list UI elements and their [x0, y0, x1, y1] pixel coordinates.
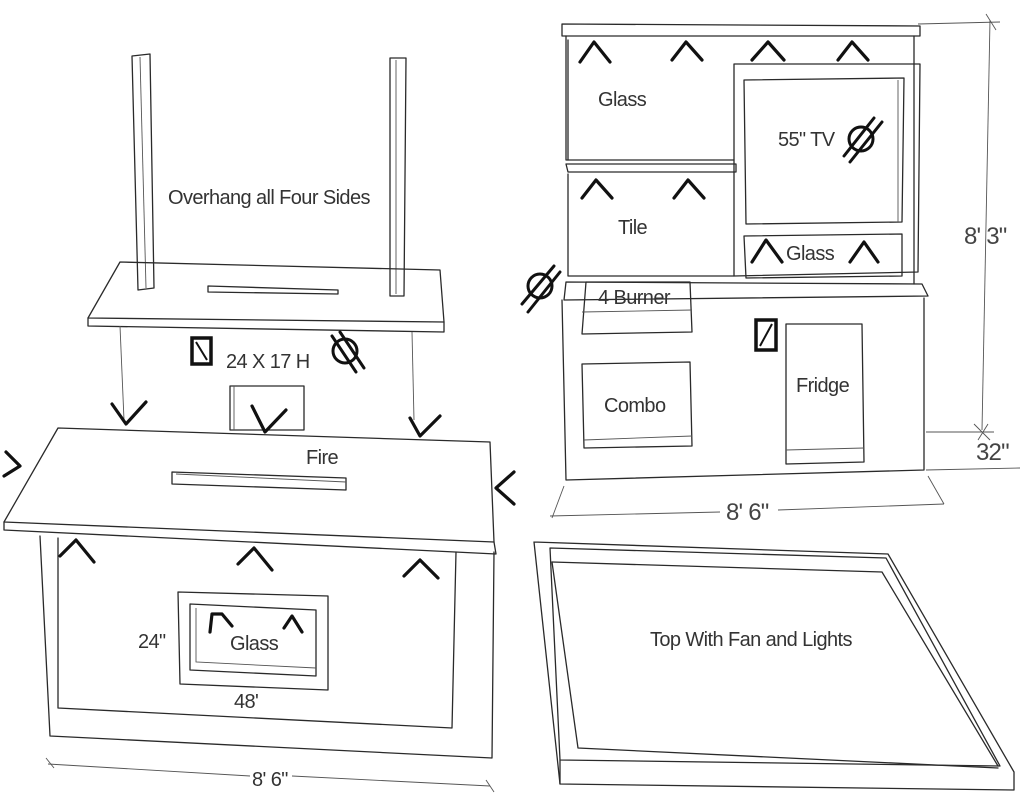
- tv-label: 55" TV: [778, 129, 836, 151]
- back-wall-width-dim: 8' 6": [726, 499, 769, 526]
- glass-panel: [189, 603, 317, 677]
- burner-label: 4 Burner: [598, 287, 671, 309]
- canopy-label: Top With Fan and Lights: [650, 629, 852, 651]
- island-countertop: [3, 427, 495, 543]
- caret-light-icon: [58, 538, 96, 564]
- right-post: [389, 57, 407, 297]
- tv-screen: [743, 77, 905, 225]
- overhead-fire-slot: [207, 285, 339, 295]
- caret-light-icon: [750, 238, 784, 264]
- fire-label: Fire: [306, 447, 339, 469]
- island-base: [3, 427, 497, 793]
- tv-frame: [733, 63, 921, 277]
- fridge-label: Fridge: [796, 375, 850, 397]
- caret-light-icon: [750, 40, 786, 62]
- caret-light-icon: [670, 40, 704, 62]
- switch-box-icon: [754, 318, 778, 352]
- overhang-label: Overhang all Four Sides: [168, 187, 370, 209]
- back-wall-top-beam: [561, 23, 921, 37]
- light-side-icon: [2, 450, 22, 478]
- glass-panel-frame: [177, 591, 329, 691]
- switch-box-icon: [190, 336, 213, 366]
- caret-light-icon: [672, 178, 706, 200]
- opening-size-label: 24 X 17 H: [226, 351, 310, 373]
- back-wall-structure: [549, 13, 1021, 519]
- lower-glass-panel: [743, 233, 903, 279]
- light-down-icon: [110, 400, 148, 426]
- light-side-icon: [494, 470, 516, 506]
- caret-light-icon: [236, 546, 274, 572]
- island-fire-slot: [171, 471, 347, 491]
- fridge-unit: [785, 323, 865, 465]
- caret-light-icon: [848, 240, 880, 264]
- glass-width-dim: 48': [234, 691, 258, 713]
- caret-light-icon: [578, 40, 612, 64]
- combo-label: Combo: [604, 395, 666, 417]
- light-down-icon: [250, 404, 288, 434]
- opening-box: [229, 385, 305, 431]
- outlet-symbol-icon: [520, 264, 562, 314]
- tile-label: Tile: [618, 217, 648, 239]
- island-body: [39, 535, 495, 759]
- left-post: [131, 53, 155, 291]
- lower-glass-label: Glass: [786, 243, 835, 265]
- upper-glass-label: Glass: [598, 89, 647, 111]
- back-counter: [563, 281, 929, 301]
- caret-light-icon: [580, 178, 614, 200]
- island-overhead-structure: [87, 53, 445, 421]
- counter-height-dim: 32": [976, 439, 1009, 466]
- island-glass-label: Glass: [230, 633, 279, 655]
- outlet-symbol-icon: [330, 330, 366, 374]
- island-width-dim: 8' 6": [252, 769, 288, 791]
- caret-light-icon: [282, 614, 304, 634]
- burner-unit: [581, 281, 693, 335]
- caret-light-icon: [402, 558, 440, 580]
- caret-light-icon: [836, 40, 870, 62]
- caret-light-icon: [208, 612, 234, 634]
- combo-unit: [581, 361, 693, 449]
- light-down-icon: [408, 414, 442, 438]
- glass-height-dim: 24": [138, 631, 166, 653]
- back-base: [561, 297, 925, 481]
- outlet-symbol-icon: [842, 116, 884, 164]
- wall-height-dim: 8' 3": [964, 223, 1007, 250]
- canopy-top: [533, 541, 1015, 791]
